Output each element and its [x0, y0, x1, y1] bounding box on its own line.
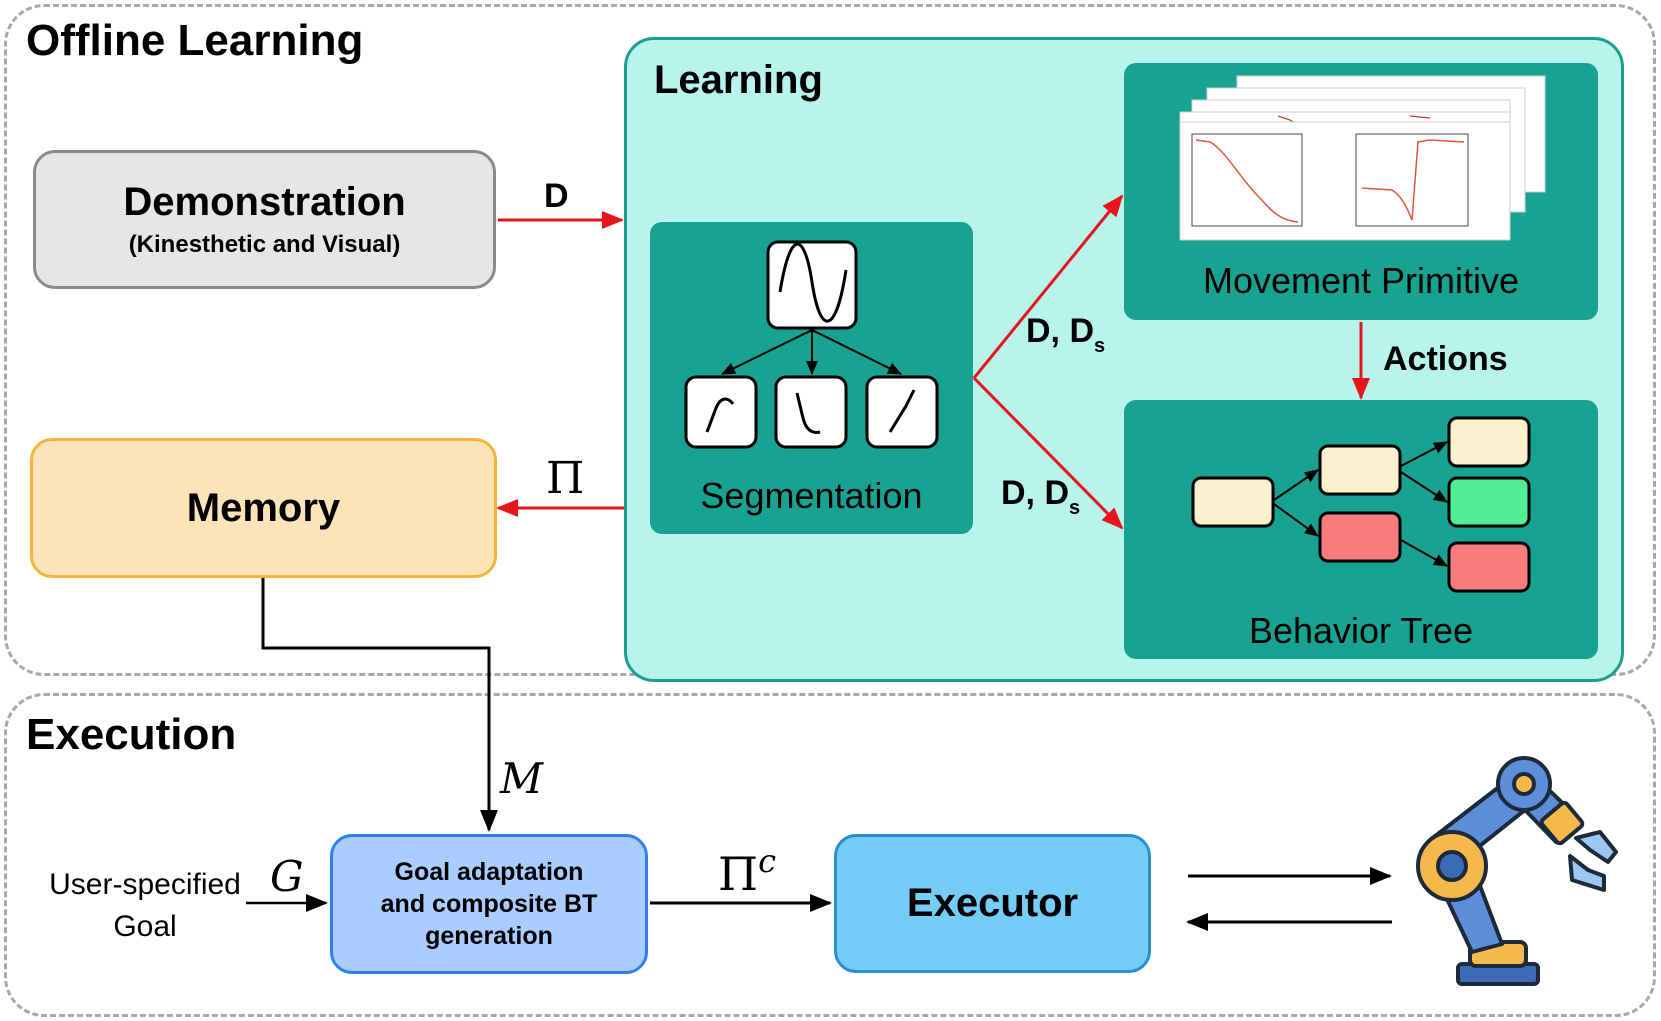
edge-label-pi-c-text: Π [718, 847, 759, 901]
edge-label-d: D [544, 177, 569, 215]
movement-primitive-plots [1179, 75, 1546, 241]
edge-label-d-ds-bottom: D, Ds [1001, 474, 1080, 520]
edge-label-d-ds-bottom-text: D, D [1001, 474, 1069, 512]
goal-adaptation-line1: Goal adaptation [394, 858, 584, 886]
learning-title: Learning [654, 58, 823, 102]
demonstration-box: Demonstration (Kinesthetic and Visual) [33, 150, 496, 289]
behavior-tree-icon [1191, 416, 1531, 593]
arrow-seg-to-mp [972, 194, 1124, 379]
demonstration-subtitle: (Kinesthetic and Visual) [128, 231, 401, 258]
behavior-tree-label: Behavior Tree [1248, 610, 1474, 651]
executor-label: Executor [906, 881, 1079, 925]
goal-adaptation-line2: and composite BT [380, 890, 598, 918]
edge-label-pi-c: Πc [718, 842, 776, 901]
memory-box: Memory [30, 438, 497, 578]
edge-label-actions: Actions [1383, 340, 1508, 378]
edge-label-d-ds-top-sub: s [1094, 335, 1106, 357]
segmentation-tree-icon [684, 240, 939, 449]
edge-label-d-ds-top-text: D, D [1026, 312, 1094, 350]
edge-label-m: M [500, 754, 544, 803]
arrow-seg-to-bt [972, 376, 1124, 530]
user-goal-label: User-specified Goal [40, 864, 250, 948]
offline-learning-title: Offline Learning [26, 16, 364, 65]
movement-primitive-label: Movement Primitive [1202, 260, 1520, 301]
robot-arm-icon [1416, 756, 1618, 986]
user-goal-line2: Goal [113, 910, 177, 943]
execution-title: Execution [26, 710, 237, 759]
arrow-memory-to-goal [261, 578, 498, 832]
edge-label-d-ds-bottom-sub: s [1069, 497, 1081, 519]
edge-label-pi: Π [546, 453, 585, 504]
user-goal-line1: User-specified [49, 868, 241, 901]
edge-label-pi-c-sup: c [758, 842, 777, 880]
execution-frame [4, 693, 1656, 1017]
goal-adaptation-box: Goal adaptation and composite BT generat… [330, 834, 648, 974]
edge-label-d-ds-top: D, Ds [1026, 312, 1105, 358]
segmentation-label: Segmentation [700, 475, 923, 516]
edge-label-g: G [270, 852, 304, 901]
executor-box: Executor [834, 834, 1151, 973]
memory-label: Memory [186, 485, 341, 530]
goal-adaptation-line3: generation [425, 922, 553, 950]
demonstration-title: Demonstration [123, 180, 406, 224]
